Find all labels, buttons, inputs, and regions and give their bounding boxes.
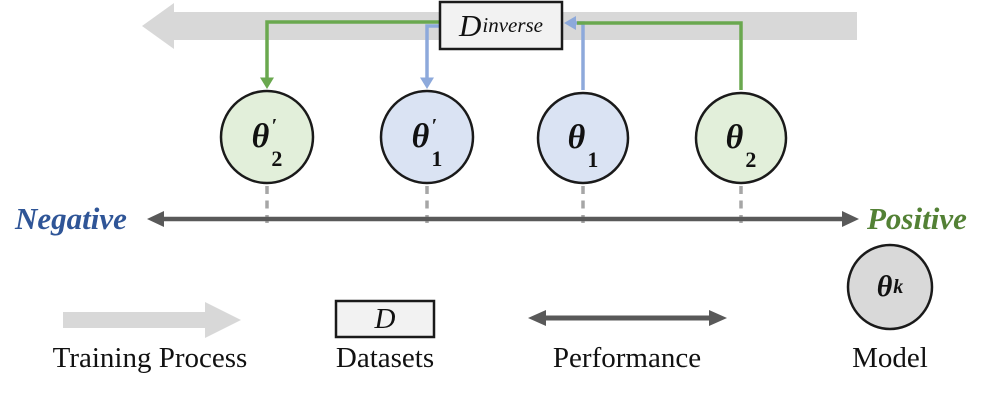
theta-subscript: 2 [745,147,757,172]
legend-model-circle [846,243,934,331]
circle-theta-1 [536,91,630,185]
blue-connector-left [425,24,442,79]
axis-arrowhead-left [147,211,164,227]
legend-caption-performance: Performance [552,342,702,374]
green-connector-left [265,20,442,79]
circle-theta-2 [694,91,788,185]
theta-1-prime-label: θ′ 1 [381,91,473,183]
theta-prime-mark: ′ [431,115,437,137]
circle-theta-1-prime [379,89,475,185]
blue-connector-left-arrowhead [420,77,434,89]
legend-caption-training-process: Training Process [52,342,248,374]
blue-connector-right-arrowhead [564,16,576,30]
theta-subscript: 1 [431,146,443,171]
legend-performance-arrowhead-left [528,310,546,326]
theta-k-base: θ [876,270,893,303]
green-connector-right [577,21,743,90]
negative-axis-label: Negative [15,201,127,236]
circle-theta-2-prime [219,89,315,185]
legend-training-arrow [63,302,241,338]
d-inverse-base: D [458,8,482,43]
legend-dataset-box-label: D [374,302,396,335]
axis-arrowhead-right [842,211,859,227]
theta-k-subscript: k [893,276,904,298]
theta-base: θ [725,119,744,156]
theta-base: θ [411,118,430,155]
legend-performance-arrowhead-right [709,310,727,326]
theta-prime-mark: ′ [271,115,277,137]
theta-base: θ [567,119,586,156]
positive-axis-label: Positive [867,201,967,236]
theta-base: θ [251,118,270,155]
theta-2-prime-label: θ′ 2 [221,91,313,183]
theta-subscript: 1 [587,147,599,172]
theta-subscript: 2 [271,146,283,171]
legend-caption-datasets: Datasets [335,342,435,374]
d-inverse-box [438,0,564,51]
d-inverse-subscript: inverse [482,13,544,37]
legend-caption-model: Model [852,342,928,374]
green-connector-left-arrowhead [260,77,274,89]
legend-dataset-box [334,299,436,339]
